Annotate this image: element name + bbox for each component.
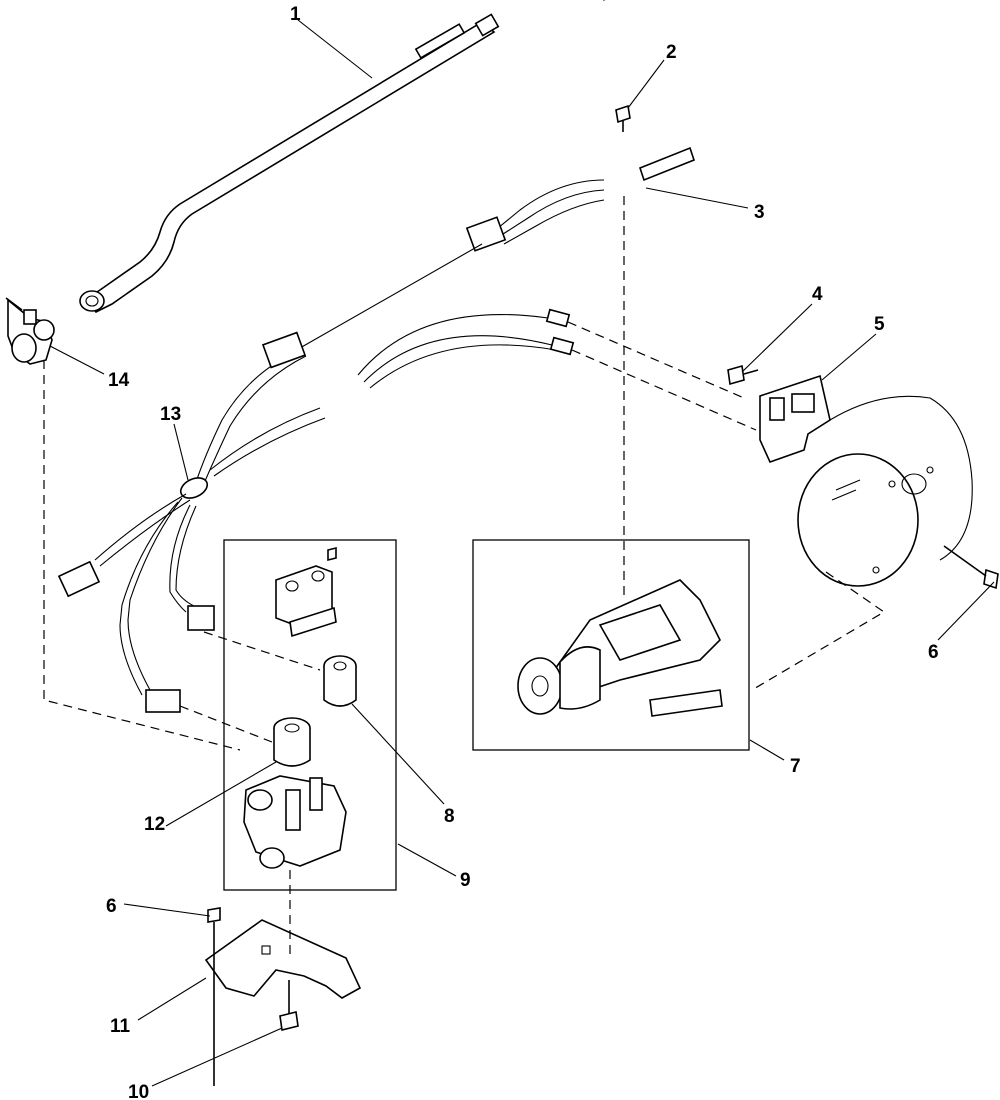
callout-9: 9 (460, 870, 471, 891)
box-igniter-assembly (472, 539, 750, 751)
callout-4: 4 (812, 284, 823, 305)
part-tube (79, 13, 500, 313)
callout-3: 3 (754, 202, 765, 223)
callout-14: 14 (108, 370, 130, 391)
part-valve-elbow (5, 297, 55, 365)
part-screw-top (615, 104, 631, 132)
part-bracket (759, 374, 831, 463)
leader-lines (49, 19, 995, 1087)
part-igniter (517, 579, 723, 717)
callout-5: 5 (874, 314, 885, 335)
callout-13: 13 (160, 404, 181, 425)
callout-8: 8 (444, 806, 455, 827)
part-lead-wires (357, 308, 575, 389)
part-harness-connector (465, 0, 695, 252)
callout-6-lower: 6 (106, 896, 117, 917)
callout-6-right: 6 (928, 642, 939, 663)
part-screw-6-lower (207, 907, 221, 1086)
part-screw-4 (727, 364, 759, 386)
part-gas-valve (243, 546, 357, 869)
assembly-lines (43, 196, 757, 956)
part-burner-housing (751, 395, 973, 691)
part-screw-6-right (943, 545, 999, 590)
box-gas-valve-assembly (223, 539, 397, 891)
part-wire-harness (57, 243, 483, 713)
part-screw-10 (279, 980, 299, 1031)
callout-10: 10 (128, 1082, 149, 1100)
callout-7: 7 (790, 756, 801, 777)
part-mounting-bracket (204, 919, 362, 999)
callout-11: 11 (110, 1016, 131, 1037)
callout-2: 2 (666, 42, 677, 63)
callout-12: 12 (144, 814, 165, 835)
callout-1: 1 (290, 4, 301, 25)
